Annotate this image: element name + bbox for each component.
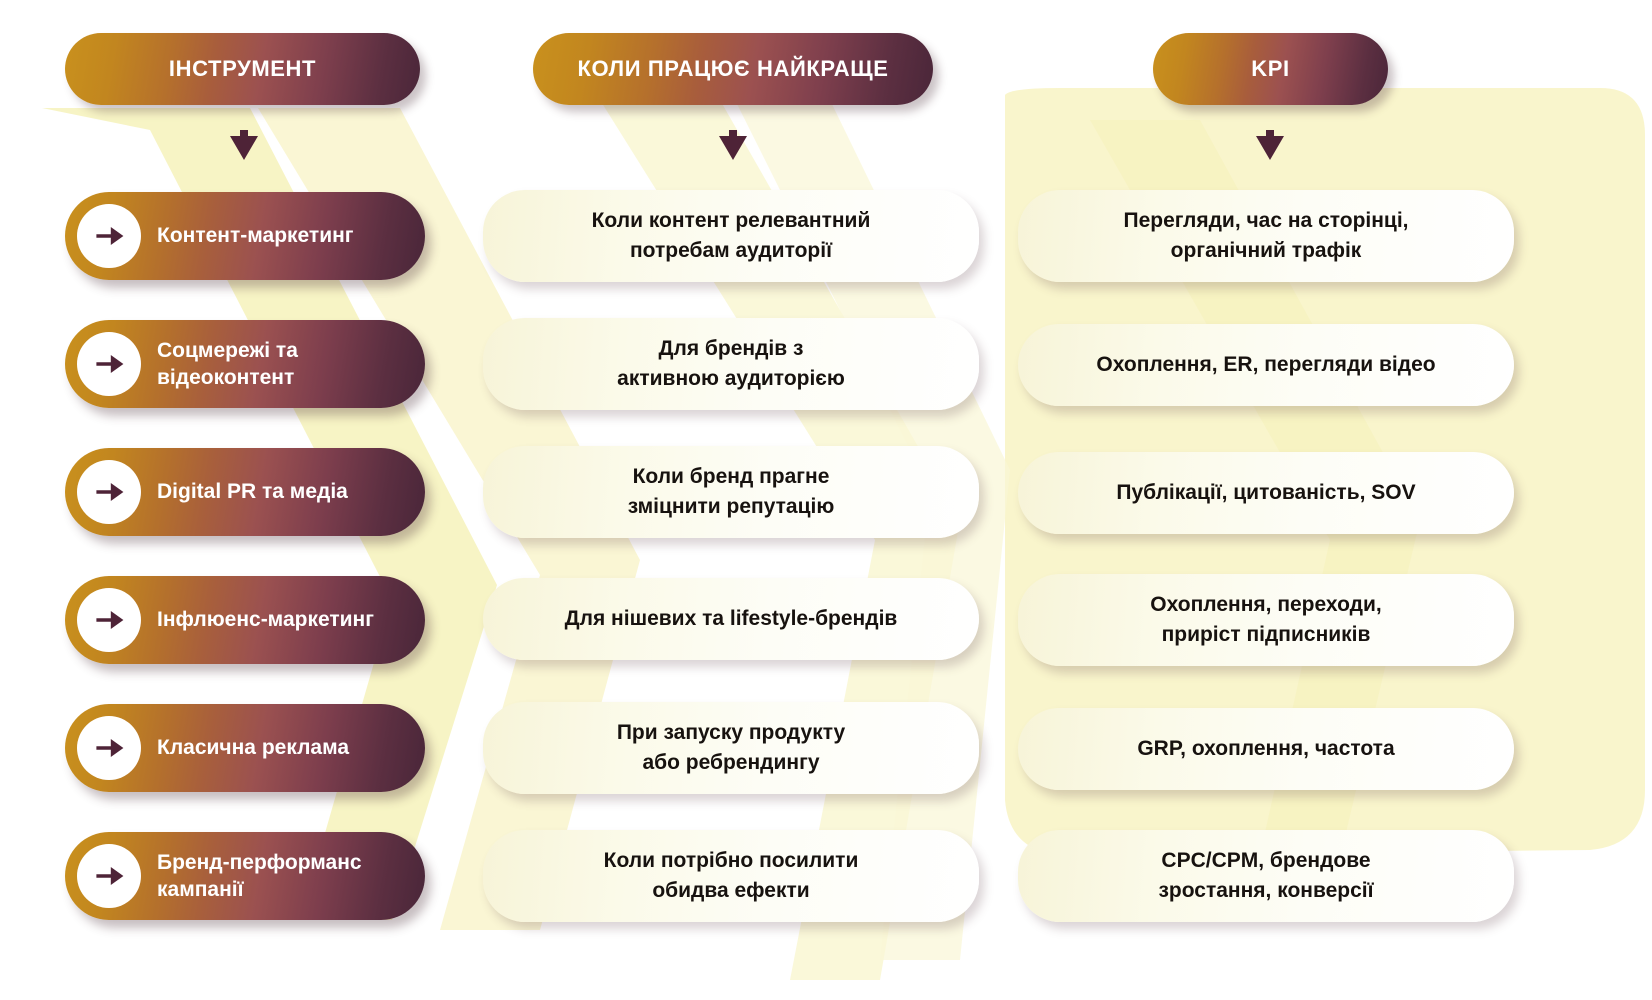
when-card-2-line2: зміцнити репутацію: [627, 495, 835, 518]
kpi-card-3-line2: приріст підписників: [1161, 623, 1371, 646]
column-header-tool: ІНСТРУМЕНТ: [65, 33, 420, 105]
kpi-card-2-line1: Публікації, цитованість, SOV: [1116, 481, 1416, 505]
arrow-right-icon: [77, 588, 141, 652]
kpi-card-3: Охоплення, переходи, приріст підписників: [1018, 574, 1514, 666]
triangle-down-icon: [230, 130, 258, 160]
triangle-down-icon: [719, 130, 747, 160]
when-card-4-line1: При запуску продукту: [616, 721, 846, 745]
column-when: КОЛИ ПРАЦЮЄ НАЙКРАЩЕ Коли контент релева…: [483, 0, 983, 1000]
when-card-5-text: Коли потрібно посилити обидва ефекти: [580, 846, 883, 906]
when-card-5-line2: обидва ефекти: [652, 879, 810, 902]
tool-item-5-label: Бренд-перформанс кампанії: [157, 850, 362, 901]
tool-item-5[interactable]: Бренд-перформанс кампанії: [65, 832, 425, 920]
kpi-card-4-text: GRP, охоплення, частота: [1113, 734, 1418, 764]
when-card-0-text: Коли контент релевантний потребам аудито…: [568, 206, 895, 266]
tool-item-4-label: Класична реклама: [157, 736, 350, 760]
column-header-kpi: KPI: [1153, 33, 1388, 105]
when-card-4: При запуску продукту або ребрендингу: [483, 702, 979, 794]
tool-item-0[interactable]: Контент-маркетинг: [65, 192, 425, 280]
column-header-tool-label: ІНСТРУМЕНТ: [168, 56, 317, 81]
kpi-card-4: GRP, охоплення, частота: [1018, 708, 1514, 790]
column-kpi: KPI Перегляди, час на сторінці, органічн…: [1018, 0, 1518, 1000]
triangle-down-icon: [1256, 130, 1284, 160]
kpi-card-0-line1: Перегляди, час на сторінці,: [1123, 209, 1409, 233]
tool-item-2[interactable]: Digital PR та медіа: [65, 448, 425, 536]
kpi-card-1-line1: Охоплення, ER, перегляди відео: [1096, 353, 1436, 377]
kpi-card-4-line1: GRP, охоплення, частота: [1137, 737, 1395, 761]
when-card-0-line2: потребам аудиторії: [629, 239, 832, 262]
tool-item-3-label: Інфлюенс-маркетинг: [157, 608, 374, 632]
when-card-0: Коли контент релевантний потребам аудито…: [483, 190, 979, 282]
when-card-2-line1: Коли бренд прагне: [632, 465, 830, 489]
tool-item-0-label: Контент-маркетинг: [157, 224, 354, 248]
tool-item-1[interactable]: Соцмережі та відеоконтент: [65, 320, 425, 408]
when-card-1-line1: Для брендів з: [658, 337, 804, 361]
when-card-1-text: Для брендів з активною аудиторією: [593, 334, 869, 394]
kpi-card-1: Охоплення, ER, перегляди відео: [1018, 324, 1514, 406]
when-card-5: Коли потрібно посилити обидва ефекти: [483, 830, 979, 922]
kpi-card-0-line2: органічний трафік: [1170, 239, 1362, 262]
arrow-right-icon: [77, 332, 141, 396]
when-card-3-text: Для нішевих та lifestyle-брендів: [541, 604, 922, 634]
when-card-4-text: При запуску продукту або ребрендингу: [593, 718, 869, 778]
tool-item-2-label: Digital PR та медіа: [157, 480, 348, 504]
when-card-2-text: Коли бренд прагне зміцнити репутацію: [604, 462, 859, 522]
when-card-4-line2: або ребрендингу: [642, 751, 820, 774]
tool-item-4[interactable]: Класична реклама: [65, 704, 425, 792]
when-card-5-line1: Коли потрібно посилити: [603, 849, 859, 873]
when-card-3: Для нішевих та lifestyle-брендів: [483, 578, 979, 660]
when-card-1: Для брендів з активною аудиторією: [483, 318, 979, 410]
arrow-right-icon: [77, 844, 141, 908]
when-card-3-line1: Для нішевих та lifestyle-брендів: [564, 607, 898, 631]
when-card-0-line1: Коли контент релевантний: [591, 209, 871, 233]
arrow-right-icon: [77, 460, 141, 524]
kpi-card-3-line1: Охоплення, переходи,: [1150, 593, 1382, 617]
kpi-card-5-line2: зростання, конверсії: [1158, 879, 1374, 902]
when-card-1-line2: активною аудиторією: [617, 367, 845, 390]
arrow-right-icon: [77, 204, 141, 268]
tool-item-1-label: Соцмережі та відеоконтент: [157, 338, 298, 389]
column-header-when: КОЛИ ПРАЦЮЄ НАЙКРАЩЕ: [533, 33, 933, 105]
kpi-card-3-text: Охоплення, переходи, приріст підписників: [1126, 590, 1405, 650]
kpi-card-5-text: CPC/CPM, брендове зростання, конверсії: [1134, 846, 1397, 906]
kpi-card-0: Перегляди, час на сторінці, органічний т…: [1018, 190, 1514, 282]
kpi-card-0-text: Перегляди, час на сторінці, органічний т…: [1099, 206, 1432, 266]
arrow-right-icon: [77, 716, 141, 780]
kpi-card-2: Публікації, цитованість, SOV: [1018, 452, 1514, 534]
tool-item-3[interactable]: Інфлюенс-маркетинг: [65, 576, 425, 664]
kpi-card-1-text: Охоплення, ER, перегляди відео: [1072, 350, 1459, 380]
column-tool: ІНСТРУМЕНТ Контент-маркетинг Соцм: [55, 0, 430, 1000]
kpi-card-5: CPC/CPM, брендове зростання, конверсії: [1018, 830, 1514, 922]
kpi-card-2-text: Публікації, цитованість, SOV: [1092, 478, 1439, 508]
kpi-card-5-line1: CPC/CPM, брендове: [1161, 849, 1371, 873]
when-card-2: Коли бренд прагне зміцнити репутацію: [483, 446, 979, 538]
column-header-when-label: КОЛИ ПРАЦЮЄ НАЙКРАЩЕ: [577, 56, 889, 81]
column-header-kpi-label: KPI: [1251, 56, 1290, 81]
